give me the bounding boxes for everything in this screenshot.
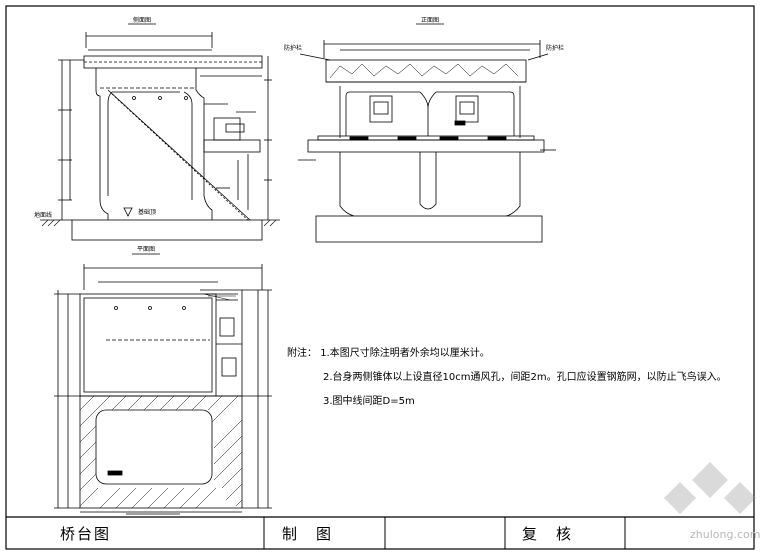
notes-block: 附注： 1.本图尺寸除注明者外余均以厘米计。 2.台身两侧锥体以上设直径10cm… — [287, 342, 757, 414]
plan-view-title: 平面图 — [137, 246, 155, 253]
note-item: 3.图中线间距D=5m — [323, 396, 415, 407]
side-view-title: 侧面图 — [133, 16, 151, 24]
guardrail-right-label: 防护栏 — [546, 44, 564, 52]
notes-heading: 附注： — [287, 348, 317, 359]
ground-line-label: 地面线 — [34, 211, 52, 219]
guardrail-left-label: 防护栏 — [284, 44, 302, 52]
sheet-border — [5, 5, 755, 550]
note-item: 1.本图尺寸除注明者外余均以厘米计。 — [320, 348, 490, 359]
checked-by-label: 复 核 — [522, 525, 574, 543]
foundation-top-label: 基础顶 — [138, 208, 156, 216]
watermark-logo-icon — [664, 462, 756, 514]
note-item: 2.台身两侧锥体以上设直径10cm通风孔，间距2m。孔口应设置钢筋网，以防止飞鸟… — [323, 372, 727, 383]
front-view: 正面图 防护栏 防护栏 — [284, 17, 564, 243]
side-view: 侧面图 地面线 基础顶 — [34, 16, 280, 241]
watermark-text: zhulong.com — [690, 528, 760, 541]
drawing-name: 桥台图 — [60, 525, 112, 543]
plan-view: 平面图 — [54, 246, 272, 515]
drawn-by-label: 制 图 — [282, 525, 334, 543]
front-view-title: 正面图 — [421, 17, 439, 24]
